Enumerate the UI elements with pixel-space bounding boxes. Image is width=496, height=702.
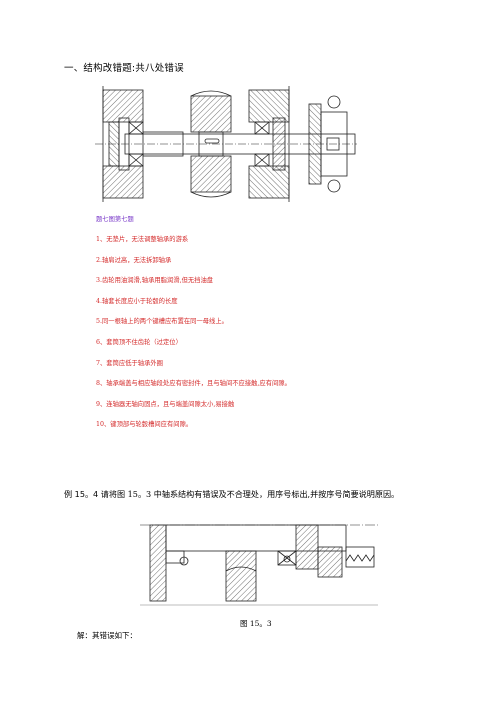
shaft-assembly-drawing bbox=[95, 86, 357, 202]
error-item: 4.轴套长度应小于轮毂的长度 bbox=[96, 297, 178, 305]
error-item: 7、套筒应低于轴承外圈 bbox=[96, 359, 163, 367]
figure-caption-bottom: 图 15。3 bbox=[240, 619, 272, 628]
error-item: 10、键顶部与轮毂槽间应有间隙。 bbox=[96, 421, 193, 429]
error-item: 1、无垫片，无法调整轴承的游系 bbox=[96, 236, 189, 243]
example-paragraph: 例 15。4 请将图 15。3 中轴系结构有错误及不合理处，用序号标出,并按序号… bbox=[64, 488, 434, 501]
error-item: 3.齿轮用油润滑,轴承用脂润滑,但无挡油盘 bbox=[96, 277, 214, 285]
example-label: 例 15。4 bbox=[64, 489, 99, 499]
error-item: 6、套筒顶不住齿轮（过定位） bbox=[96, 338, 182, 346]
error-item: 5.同一根轴上的两个键槽应布置在同一母线上。 bbox=[96, 318, 228, 326]
example-body: 请将图 15。3 中轴系结构有错误及不合理处，用序号标出,并按序号简要说明原因。 bbox=[98, 489, 400, 499]
shaft-system-drawing bbox=[140, 524, 378, 606]
error-item: 9、连轴器无轴向固点，且与端盖间隙太小,易接触 bbox=[96, 400, 235, 408]
figure-caption-top: 题七图第七题 bbox=[96, 216, 134, 223]
section-heading: 一、结构改错题:共八处错误 bbox=[64, 63, 184, 74]
error-list: 题七图第七题 1、无垫片，无法调整轴承的游系 2.轴肩过高，无法拆卸轴承 3.齿… bbox=[96, 214, 436, 442]
answer-intro: 解：其错误如下： bbox=[77, 631, 137, 640]
error-item: 8、轴承端盖与相应轴段处应有密封件，且与轴间不应接触,应有间隙。 bbox=[96, 380, 291, 388]
error-item: 2.轴肩过高，无法拆卸轴承 bbox=[96, 256, 172, 264]
